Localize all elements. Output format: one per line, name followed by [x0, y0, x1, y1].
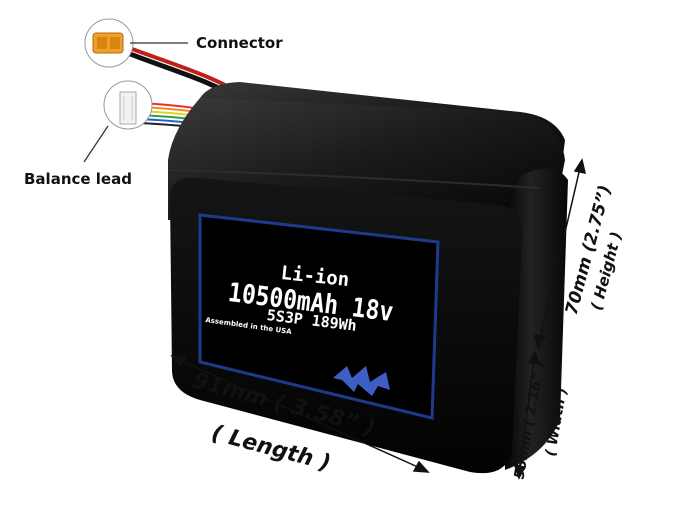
connector-icon — [84, 18, 134, 68]
balance-lead-callout: Balance lead — [24, 170, 132, 188]
height-dimension-line — [534, 158, 586, 350]
balance-lead-icon — [103, 80, 153, 130]
connector-callout: Connector — [196, 34, 283, 52]
ma-logo-icon — [333, 366, 390, 396]
width-dimension-line — [513, 350, 541, 480]
length-dimension-line — [170, 355, 430, 473]
balance-leader — [83, 125, 109, 163]
battery-label — [198, 213, 440, 420]
